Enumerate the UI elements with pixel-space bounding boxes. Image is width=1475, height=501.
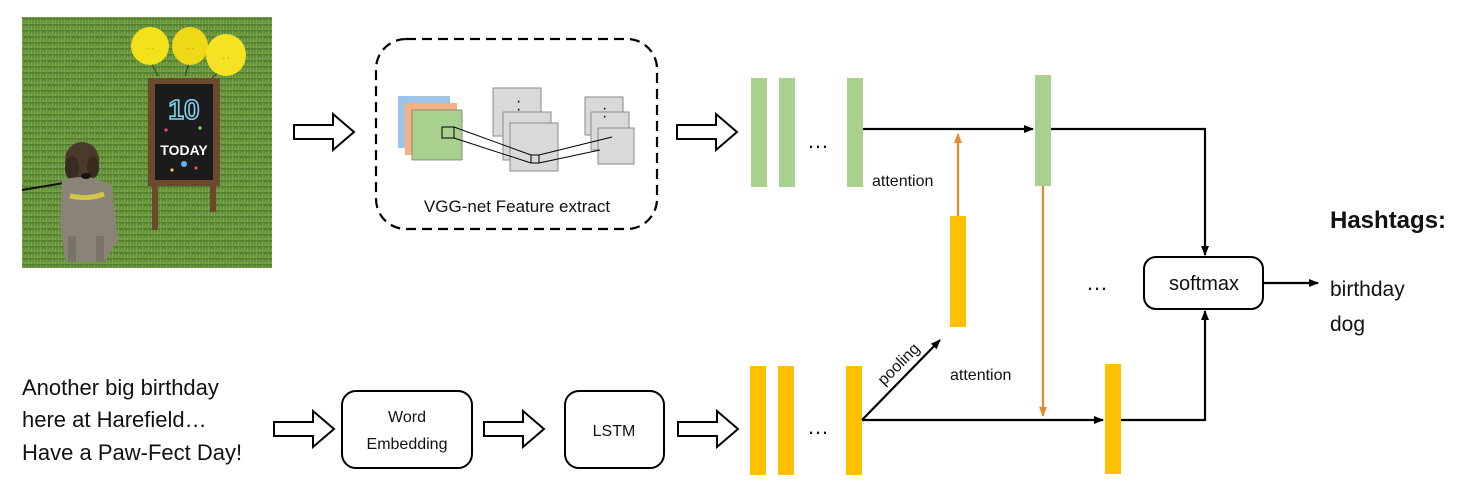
- svg-text:·: ·: [602, 100, 607, 117]
- dog-icon: [21, 142, 118, 262]
- text-feature-bar: [846, 366, 862, 475]
- svg-text:·: ·: [516, 101, 521, 118]
- hashtags-title: Hashtags:: [1330, 207, 1446, 234]
- vgg-feature-extractor: · · · · VGG-net Feature extract: [374, 37, 659, 231]
- block-arrow-image-to-vgg: [293, 111, 356, 153]
- arrow-visual-to-softmax: [1051, 127, 1209, 256]
- svg-text:· ·: · ·: [223, 55, 230, 62]
- conv-layer-stack-2: [584, 96, 635, 165]
- svg-text:·: ·: [602, 108, 607, 125]
- sign-text: TODAY: [160, 142, 208, 158]
- caption-line-1: Another big birthday: [22, 375, 219, 400]
- attended-text-vector: [1105, 364, 1121, 474]
- attended-visual-vector: [1035, 75, 1051, 186]
- sign-number: 10: [168, 94, 199, 125]
- word-embedding-line-2: Embedding: [367, 436, 448, 453]
- hashtags-output: Hashtags: birthday dog: [1330, 207, 1446, 336]
- arrow-text-to-softmax: [1121, 310, 1209, 422]
- block-arrow-vgg-to-features: [676, 111, 739, 153]
- text-feature-bar: [750, 366, 766, 475]
- hashtag-item: birthday: [1330, 278, 1405, 301]
- pooled-text-vector: [950, 216, 966, 327]
- caption-line-2: here at Harefield…: [22, 407, 207, 432]
- visual-feature-bar: [847, 78, 863, 187]
- ellipsis-visual: …: [807, 128, 829, 153]
- block-arrow-text-to-embedding: [273, 408, 336, 450]
- visual-feature-vectors: …: [751, 78, 863, 187]
- ellipsis-text: …: [807, 414, 829, 439]
- text-hidden-states: …: [750, 366, 862, 475]
- visual-feature-bar: [779, 78, 795, 187]
- attention-label-top: attention: [872, 173, 933, 190]
- hashtag-item: dog: [1330, 313, 1365, 336]
- visual-feature-bar: [751, 78, 767, 187]
- dog-birthday-photo: · · · · · · 10 TODAY: [21, 17, 272, 268]
- block-arrow-lstm-to-hidden: [677, 408, 740, 450]
- attention-label-bottom: attention: [950, 367, 1011, 384]
- svg-text:·: ·: [516, 93, 521, 110]
- block-arrow-embedding-to-lstm: [483, 408, 546, 450]
- caption-line-3: Have a Paw-Fect Day!: [22, 440, 242, 465]
- arrow-pooling: [861, 339, 941, 421]
- input-caption: Another big birthday here at Harefield… …: [22, 375, 242, 465]
- conv-layer-stack-1: [492, 87, 559, 172]
- lstm-label: LSTM: [593, 423, 636, 440]
- word-embedding-box: Word Embedding: [341, 390, 473, 469]
- ellipsis-middle: …: [1086, 270, 1108, 295]
- balloon-icon: · · · · · ·: [131, 27, 246, 79]
- text-feature-bar: [778, 366, 794, 475]
- softmax-label: softmax: [1169, 273, 1239, 295]
- lstm-box: LSTM: [564, 390, 665, 469]
- svg-text:· ·: · ·: [147, 45, 154, 52]
- chalkboard-sign: 10 TODAY: [148, 78, 220, 230]
- softmax-box: softmax: [1143, 256, 1264, 310]
- vgg-label: VGG-net Feature extract: [424, 197, 610, 216]
- svg-text:· ·: · ·: [187, 45, 194, 52]
- word-embedding-line-1: Word: [388, 409, 426, 426]
